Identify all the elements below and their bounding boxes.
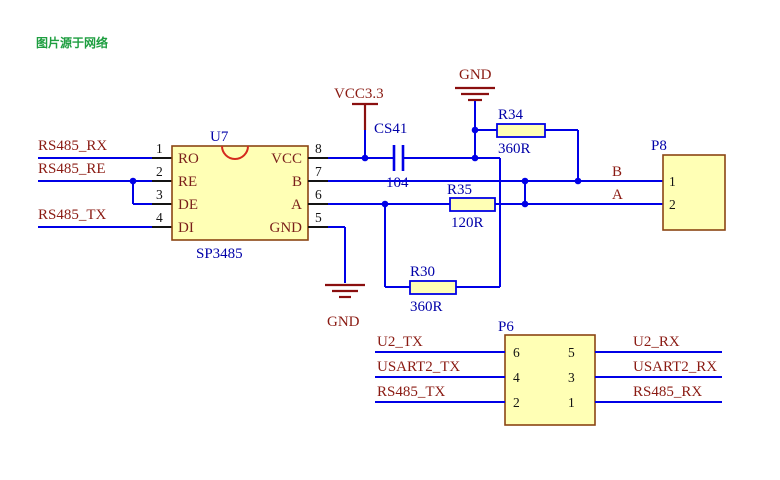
net-label-u2-rx: U2_RX [633,334,680,350]
p6-pin-number-5: 5 [568,345,575,360]
junction-dot [574,177,582,185]
pin-number-6: 6 [315,187,322,202]
pin-name-de: DE [178,197,198,213]
pin-name-vcc: VCC [271,151,302,167]
p6-pin-number-6: 6 [513,345,520,360]
net-label-rs485-tx-p6: RS485_TX [377,384,446,400]
resistor-r30-body [409,280,457,295]
pin-number-2: 2 [156,164,163,179]
p6-pin-number-2: 2 [513,395,520,410]
resistor-r35-designator: R35 [447,182,472,198]
junction-dot [521,177,529,185]
chip-part-number: SP3485 [196,246,243,262]
junction-dot [361,154,369,162]
pin-number-5: 5 [315,210,322,225]
net-label-usart2-rx: USART2_RX [633,359,717,375]
net-label-a: A [612,187,623,203]
junction-dot [129,177,137,185]
resistor-r30-value: 360R [410,299,443,315]
chip-u7-body [171,145,309,241]
resistor-r35-body [449,197,496,212]
pin-name-di: DI [178,220,194,236]
pin-number-1: 1 [156,141,163,156]
chip-designator: U7 [210,129,229,145]
resistor-r34-body [496,123,546,138]
power-label-vcc33: VCC3.3 [334,86,384,102]
junction-dot [381,200,389,208]
capacitor-value: 104 [386,175,409,191]
net-label-b: B [612,164,622,180]
chip-notch-arc-icon [221,145,249,160]
power-label-gnd-top: GND [459,67,492,83]
junction-dot [471,126,479,134]
watermark-text: 图片源于网络 [36,35,108,50]
resistor-r30-designator: R30 [410,264,435,280]
connector-p8-body [662,154,726,231]
net-label-usart2-tx: USART2_TX [377,359,460,375]
net-label-rs485-tx: RS485_TX [38,207,107,223]
p6-pin-number-4: 4 [513,370,520,385]
pin-name-re: RE [178,174,197,190]
power-label-gnd-bottom: GND [327,314,360,330]
resistor-r34-value: 360R [498,141,531,157]
net-label-rs485-rx-p6: RS485_RX [633,384,702,400]
pin-name-ro: RO [178,151,199,167]
connector-p6-body [504,334,596,426]
pin-name-b: B [292,174,302,190]
p8-pin-number-2: 2 [669,197,676,212]
pin-number-8: 8 [315,141,322,156]
p6-pin-number-1: 1 [568,395,575,410]
resistor-r35-value: 120R [451,215,484,231]
pin-number-3: 3 [156,187,163,202]
pin-name-a: A [291,197,302,213]
pin-number-7: 7 [315,164,322,179]
capacitor-designator: CS41 [374,121,407,137]
connector-p8-designator: P8 [651,138,667,154]
connector-p6-designator: P6 [498,319,514,335]
junction-dot [521,200,529,208]
pin-name-gnd: GND [270,220,303,236]
net-label-rs485-rx: RS485_RX [38,138,107,154]
resistor-r34-designator: R34 [498,107,524,123]
net-label-rs485-re: RS485_RE [38,161,106,177]
pin-number-4: 4 [156,210,163,225]
junction-dot [471,154,479,162]
p6-pin-number-3: 3 [568,370,575,385]
p8-pin-number-1: 1 [669,174,676,189]
net-label-u2-tx: U2_TX [377,334,423,350]
